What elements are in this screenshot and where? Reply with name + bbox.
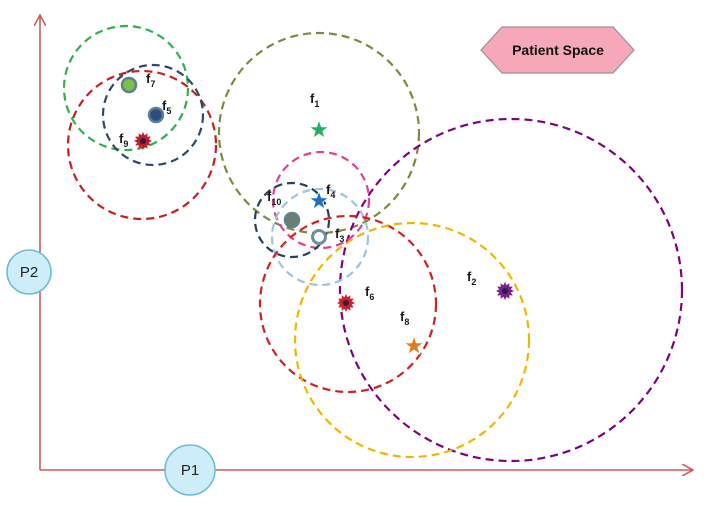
circle-red-mid	[258, 214, 438, 394]
feature-label-subscript: 7	[150, 79, 155, 89]
feature-f5-marker	[147, 106, 165, 124]
feature-label-subscript: 4	[330, 190, 335, 200]
burst-center	[343, 300, 349, 306]
x-axis-label: P1	[181, 462, 199, 479]
star-shape	[308, 189, 330, 211]
badge-hexagon	[480, 26, 635, 74]
feature-f10-label: f10	[267, 189, 281, 207]
feature-f1-marker	[308, 118, 330, 140]
badge-label: Patient Space	[512, 42, 604, 58]
star-shape	[308, 118, 330, 140]
circle-navy-left	[101, 63, 205, 167]
circle-red-left	[66, 69, 218, 221]
feature-label-name: f	[335, 226, 340, 241]
feature-f9-marker	[134, 132, 152, 150]
feature-label-name: f	[310, 91, 315, 106]
feature-f8-marker	[403, 334, 425, 356]
feature-label-name: f	[400, 309, 405, 324]
dot-shape	[147, 106, 165, 124]
circle-navy-mid	[253, 181, 331, 259]
feature-f2-label: f2	[467, 269, 476, 287]
feature-f2-marker	[496, 282, 514, 300]
feature-label-name: f	[326, 182, 331, 197]
feature-label-subscript: 3	[339, 234, 344, 244]
feature-label-name: f	[119, 131, 124, 146]
x-axis-label-bubble: P1	[164, 444, 216, 496]
feature-f3-marker	[311, 229, 327, 245]
feature-label-subscript: 10	[271, 197, 281, 207]
feature-label-subscript: 6	[369, 292, 374, 302]
feature-f5-label: f5	[162, 98, 171, 116]
feature-label-name: f	[365, 284, 370, 299]
feature-f4-marker	[308, 189, 330, 211]
dot-shape	[283, 211, 301, 229]
patient-space-badge: Patient Space	[480, 26, 635, 74]
circle-green	[62, 24, 190, 152]
feature-label-name: f	[467, 269, 472, 284]
feature-label-name: f	[162, 98, 167, 113]
feature-f6-label: f6	[365, 284, 374, 302]
x-axis-bubble	[164, 444, 216, 496]
ring-shape	[311, 229, 327, 245]
feature-f6-marker	[337, 294, 355, 312]
feature-label-subscript: 1	[314, 99, 319, 109]
feature-f7-label: f7	[146, 71, 155, 89]
feature-f7-marker	[120, 76, 138, 94]
feature-label-subscript: 8	[404, 317, 409, 327]
feature-label-subscript: 5	[166, 106, 171, 116]
y-axis-label-bubble: P2	[6, 249, 52, 295]
feature-f10-marker	[283, 211, 301, 229]
star-shape	[403, 334, 425, 356]
feature-markers	[120, 76, 514, 356]
dot-shape	[120, 76, 138, 94]
axes: P2 P1	[6, 16, 692, 496]
y-axis-label: P2	[20, 264, 38, 281]
circle-purple	[338, 117, 684, 463]
feature-label-subscript: 2	[471, 277, 476, 287]
feature-f9-label: f9	[119, 131, 128, 149]
circle-lightblue	[270, 187, 370, 287]
feature-label-subscript: 9	[123, 139, 128, 149]
burst-center	[140, 138, 146, 144]
feature-f8-label: f8	[400, 309, 409, 327]
feature-f3-label: f3	[335, 226, 344, 244]
feature-f4-label: f4	[326, 182, 335, 200]
feature-f1-label: f1	[310, 91, 319, 109]
circle-pink	[271, 150, 371, 250]
burst-center	[502, 288, 508, 294]
y-axis-bubble	[6, 249, 52, 295]
circle-yellow	[293, 221, 531, 459]
feature-label-name: f	[267, 189, 272, 204]
similarity-circles	[62, 24, 684, 463]
feature-label-name: f	[146, 71, 151, 86]
